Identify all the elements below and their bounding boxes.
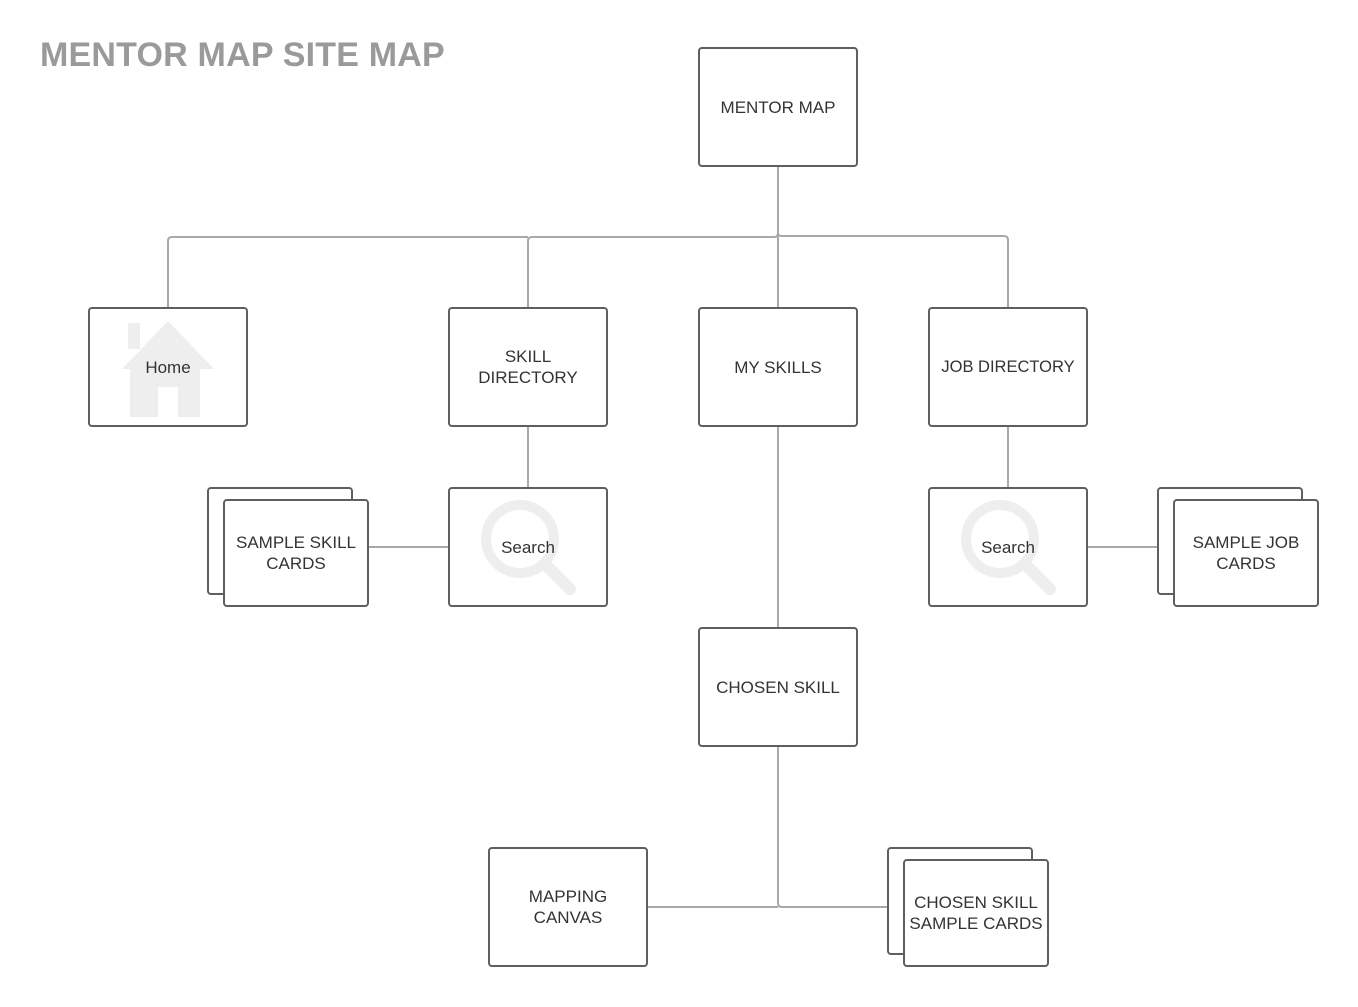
node-my-skills[interactable]: MY SKILLS	[698, 307, 858, 427]
node-mentor-map[interactable]: MENTOR MAP	[698, 47, 858, 167]
diagram-title: MENTOR MAP SITE MAP	[40, 36, 445, 74]
node-job-directory[interactable]: JOB DIRECTORY	[928, 307, 1088, 427]
node-chosen-skill[interactable]: CHOSEN SKILL	[698, 627, 858, 747]
node-chosen-skill-label: CHOSEN SKILL	[716, 677, 840, 697]
node-mapping-canvas[interactable]: MAPPING CANVAS	[488, 847, 648, 967]
node-sample-skill-cards-label: SAMPLE SKILL CARDS	[235, 533, 356, 573]
node-sample-job-cards[interactable]: SAMPLE JOB CARDS	[1173, 499, 1319, 607]
connector-chosen-skill-down	[777, 747, 888, 908]
node-my-skills-label: MY SKILLS	[734, 357, 822, 377]
node-sample-skill-cards[interactable]: SAMPLE SKILL CARDS	[223, 499, 369, 607]
node-skill-directory[interactable]: SKILL DIRECTORY	[448, 307, 608, 427]
node-sample-job-cards-label: SAMPLE JOB CARDS	[1192, 533, 1300, 573]
node-chosen-skill-sample-cards[interactable]: CHOSEN SKILL SAMPLE CARDS	[903, 859, 1049, 967]
connector-job-directory	[777, 232, 1009, 307]
node-skill-search[interactable]: Search	[448, 487, 608, 607]
node-skill-directory-label: SKILL DIRECTORY	[478, 347, 578, 387]
node-skill-search-label: Search	[501, 537, 555, 557]
node-mentor-map-label: MENTOR MAP	[720, 97, 836, 117]
node-job-directory-label: JOB DIRECTORY	[941, 357, 1075, 376]
node-home-label: Home	[145, 357, 191, 377]
node-job-search[interactable]: Search	[928, 487, 1088, 607]
connector-home	[167, 236, 528, 307]
node-mapping-canvas-label: MAPPING CANVAS	[528, 887, 608, 927]
node-home[interactable]: Home	[88, 307, 248, 427]
node-job-search-label: Search	[981, 537, 1035, 557]
connector-root-trunk	[527, 167, 779, 307]
node-chosen-skill-sample-cards-label: CHOSEN SKILL SAMPLE CARDS	[909, 893, 1043, 933]
